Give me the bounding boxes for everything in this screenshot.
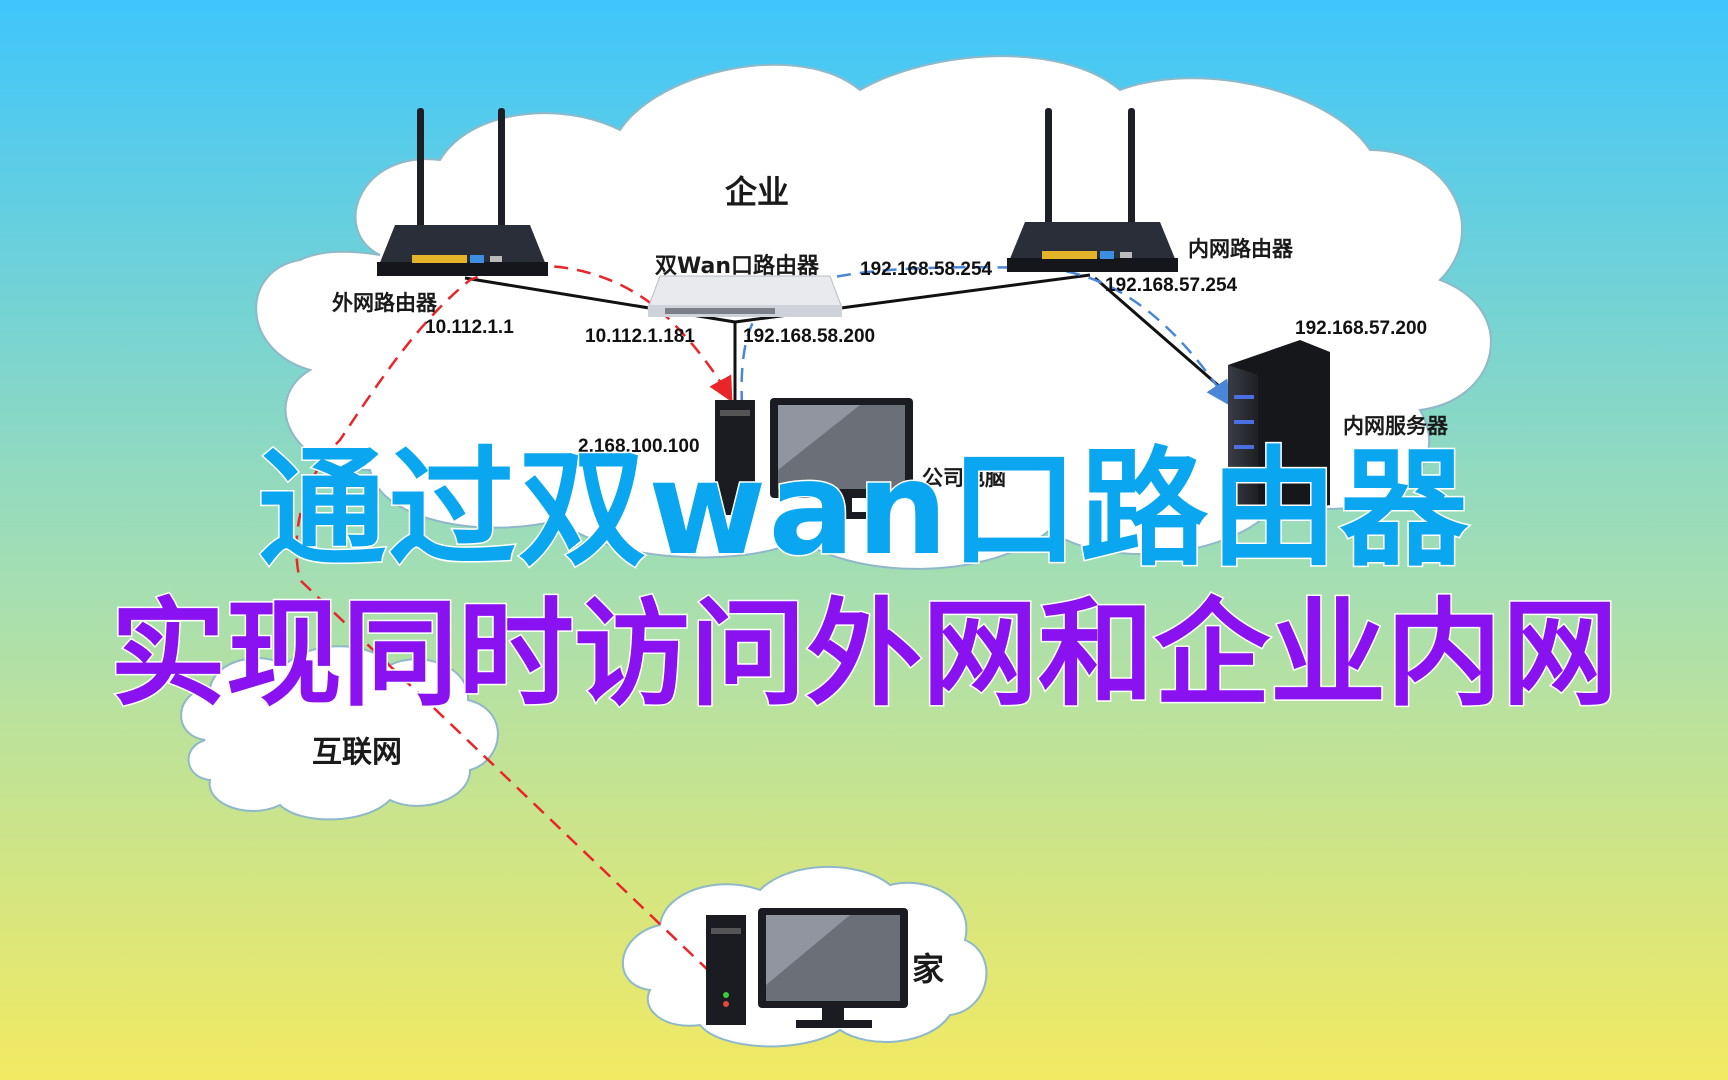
external-router: [377, 108, 548, 276]
internal-server-label: 内网服务器: [1343, 414, 1449, 438]
wifi-router-icon: [377, 108, 548, 276]
external-router-label: 外网路由器: [332, 291, 438, 315]
internal-access-path: [740, 266, 1231, 407]
dual-wan-router-wan-ip: 10.112.1.181: [585, 326, 695, 347]
external-router-ip: 10.112.1.1: [425, 317, 514, 338]
enterprise-cloud: [255, 55, 1492, 570]
switch-router-icon: [647, 275, 843, 317]
title-line-1: 通过双wan口路由器: [257, 434, 1470, 586]
internal-server-ip: 192.168.57.200: [1295, 318, 1427, 339]
dual-wan-router-lan-ip: 192.168.58.200: [743, 326, 875, 347]
dual-wan-router: [647, 275, 843, 317]
company-pc-ip: 2.168.100.100: [578, 436, 700, 457]
desktop-computer-icon: [706, 908, 908, 1028]
home-cloud-label: 家: [912, 950, 944, 988]
home-pc: [706, 908, 908, 1028]
desktop-computer-icon: [715, 398, 913, 519]
internet-cloud-label: 互联网: [312, 735, 402, 770]
wifi-router-icon: [1007, 108, 1178, 272]
title-line-2: 实现同时访问外网和企业内网: [109, 586, 1620, 724]
internal-router-wan-ip: 192.168.58.254: [860, 259, 993, 280]
internal-router-label: 内网路由器: [1188, 237, 1294, 261]
dual-wan-router-label: 双Wan口路由器: [655, 253, 820, 279]
company-pc: [715, 398, 913, 519]
internal-router-lan-ip: 192.168.57.254: [1105, 275, 1238, 296]
internal-server: [1228, 340, 1330, 520]
company-pc-label: 公司电脑: [922, 466, 1006, 490]
internal-router: [1007, 108, 1178, 272]
enterprise-cloud-label: 企业: [725, 173, 789, 211]
internet-cloud: [180, 645, 499, 821]
server-icon: [1228, 340, 1330, 520]
